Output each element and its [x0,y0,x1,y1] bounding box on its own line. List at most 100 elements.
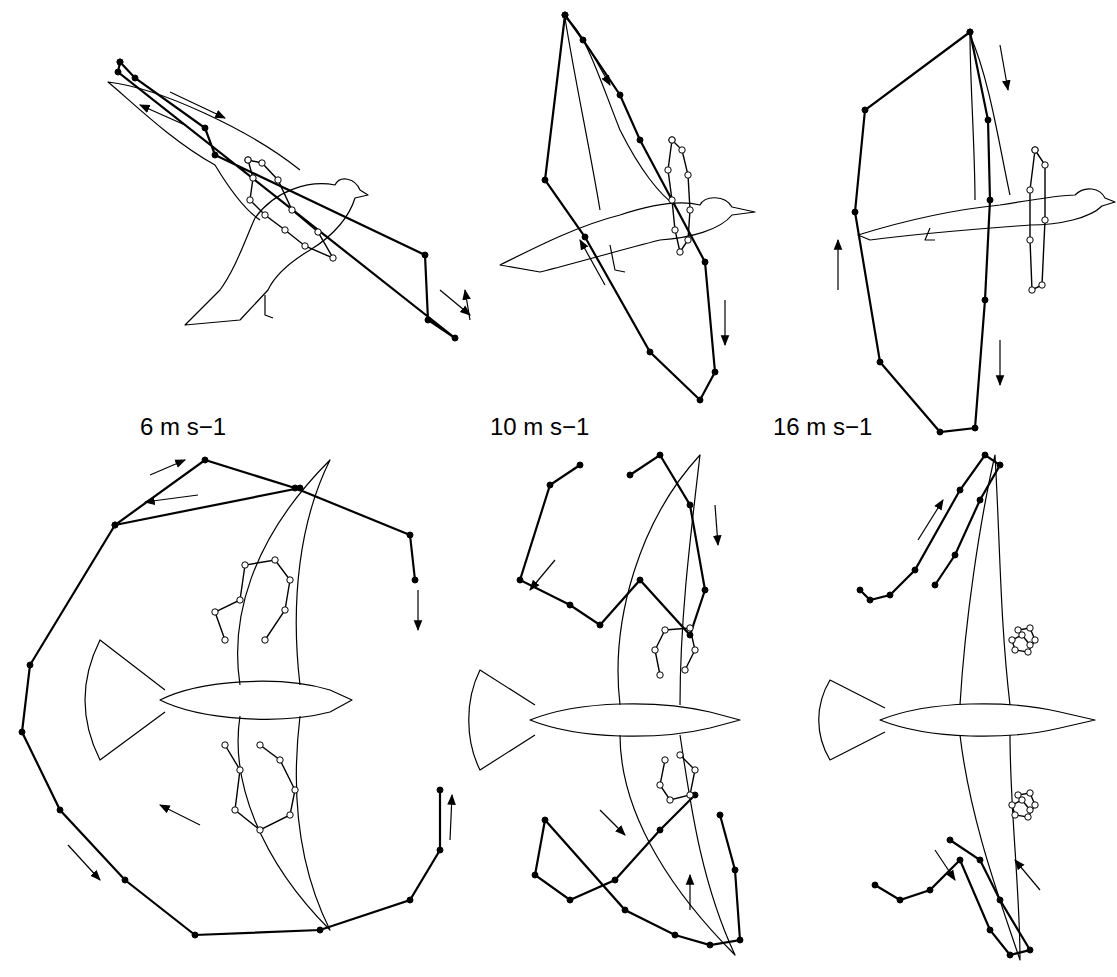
wingtip-point [852,209,858,215]
direction-arrow [68,845,100,880]
wrist-point [687,625,693,631]
wrist-point [257,742,263,748]
wingtip-path [875,840,1030,955]
wrist-path [248,160,333,258]
bird-wing [108,82,300,220]
speed-label: 16 m s−1 [773,414,872,440]
wingtip-point [997,462,1003,468]
wrist-point [262,637,268,643]
wingtip-point [117,59,123,65]
speed-label: 6 m s−1 [140,414,226,440]
wrist-point [242,562,248,568]
wingtip-point [912,567,918,573]
wingtip-point [412,577,418,583]
wrist-point [232,807,238,813]
wrist-point [657,782,663,788]
direction-arrow [837,240,838,290]
wrist-point [679,147,685,153]
wingtip-path [115,488,300,525]
wingtip-point [112,522,118,528]
wingtip-point [407,532,413,538]
wingtip-point [437,787,443,793]
wingtip-point [407,897,413,903]
speed-label: 10 m s−1 [490,414,589,440]
wingtip-point [567,602,573,608]
wingtip-point [937,429,943,435]
wrist-point [1025,814,1031,820]
wingtip-path [520,455,705,635]
wingtip-point [877,359,883,365]
wrist-point [1039,282,1045,288]
wingtip-point [122,877,128,883]
wingtip-point [982,452,988,458]
direction-arrow [935,850,955,880]
wrist-point [272,557,278,563]
wingtip-point [672,932,678,938]
wingtip-point [932,582,938,588]
wrist-point [1032,147,1038,153]
bird-tail [85,640,165,760]
wingtip-point [987,197,993,203]
wingtip-path [545,15,715,400]
bird-body [500,198,755,272]
bird-foot [925,228,935,240]
wrist-point [1042,217,1048,223]
wrist-point [1027,237,1033,243]
wingtip-point [115,69,121,75]
wrist-point [687,207,693,213]
wingtip-point [647,349,653,355]
bird-body [880,704,1095,736]
wrist-path [668,140,690,252]
wrist-point [669,197,675,203]
wingtip-point [657,827,663,833]
direction-arrows [68,45,1040,910]
wingtip-point [617,92,623,98]
wrist-point [667,797,673,803]
wingtip-path [22,460,440,935]
direction-arrow [417,590,418,630]
wingtip-point [425,317,431,323]
wingtip-point [437,847,443,853]
wrist-point [287,577,293,583]
wrist-point [1032,802,1038,808]
wrist-point [669,137,675,143]
direction-arrow [918,500,943,540]
wingtip-point [132,75,138,81]
wingtip-point [542,817,548,823]
wrist-path [215,560,290,640]
wrist-point [282,227,288,233]
wingtip-point [712,369,718,375]
wingtip-path [860,455,1000,600]
wingtip-point [732,867,738,873]
direction-arrow [465,290,470,320]
direction-arrow [580,240,605,285]
wrist-point [237,767,243,773]
wingtip-point [19,729,25,735]
bird-wing [565,18,675,210]
wingtip-point [987,927,993,933]
wrist-point [315,229,321,235]
wingtip-point [547,482,553,488]
wrist-point [1032,637,1038,643]
wrist-point [1019,797,1025,803]
wrist-point [212,609,218,615]
wrist-point [302,243,308,249]
wrist-point [1029,287,1035,293]
wingtip-point [967,29,973,35]
wrist-point [222,637,228,643]
wingtip-point [202,457,208,463]
direction-arrow [150,460,185,475]
wingtip-point [702,259,708,265]
direction-arrow [1015,860,1040,890]
wingtip-point [972,425,978,431]
wingtip-point [857,587,863,593]
wrist-point [665,167,671,173]
wingtip-point [957,487,963,493]
bird-outlines [85,18,1115,960]
wrist-point [275,177,281,183]
bird-wing [618,455,700,705]
direction-arrow [689,875,690,910]
wrist-point [672,227,678,233]
wingtip-point [192,932,198,938]
